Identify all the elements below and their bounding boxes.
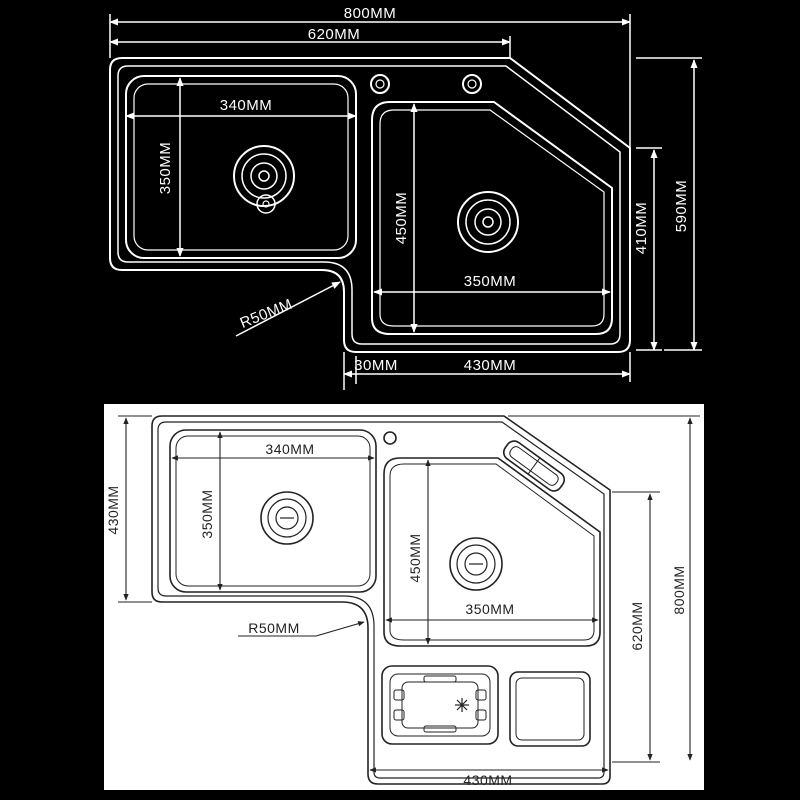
sink-inner-outline [117, 65, 621, 345]
label-right-bowl-width: 350MM [464, 273, 517, 290]
label-bottom-width: 430MM [463, 772, 512, 788]
label-overall-width: 800MM [344, 5, 397, 22]
left-bowl [169, 429, 377, 593]
faucet-hole-right [462, 74, 482, 94]
radius-leader [315, 621, 365, 637]
label-right-bowl-depth: 450MM [407, 533, 423, 582]
label-left-bowl-width: 340MM [265, 441, 314, 457]
right-drain-icon [457, 191, 519, 253]
label-bottom-width: 430MM [464, 357, 517, 374]
label-left-height: 430MM [105, 485, 121, 534]
label-left-bowl-depth: 350MM [157, 142, 174, 195]
left-bowl-inner [133, 83, 349, 251]
right-bowl [383, 457, 601, 647]
sink-outline [151, 415, 611, 785]
label-right-bowl-width: 350MM [465, 601, 514, 617]
label-overall-height: 800MM [671, 565, 687, 614]
left-drain-icon [260, 491, 314, 545]
sink-outline [109, 57, 631, 353]
drain-rack-basket [381, 665, 499, 745]
sink-inner-outline [157, 421, 605, 779]
radius-leader [235, 281, 341, 337]
right-bowl [371, 101, 613, 335]
label-right-bowl-depth: 450MM [393, 192, 410, 245]
left-bowl [125, 75, 357, 259]
bottom-view-diagram: 340MM 350MM 450MM 350MM 430MM 620MM 800M… [104, 404, 704, 790]
label-left-bowl-width: 340MM [220, 97, 273, 114]
label-corner-radius: R50MM [238, 296, 295, 332]
label-inner-height: 620MM [629, 601, 645, 650]
label-overall-height: 590MM [673, 180, 690, 233]
accessory-slot-icon [502, 440, 566, 492]
rack-drain-icon [455, 698, 469, 712]
label-offset: 30MM [354, 357, 398, 374]
left-drain-icon [233, 145, 295, 214]
bottom-view-svg: 340MM 350MM 450MM 350MM 430MM 620MM 800M… [105, 415, 700, 788]
label-bowl-span: 620MM [308, 26, 361, 43]
label-corner-radius: R50MM [248, 620, 300, 636]
faucet-hole-left [370, 74, 390, 94]
small-basin [509, 671, 591, 747]
label-left-bowl-depth: 350MM [199, 489, 215, 538]
top-view-svg: 800MM 620MM 340MM 350MM 450MM 350MM 410M… [109, 5, 702, 390]
top-view-diagram: 800MM 620MM 340MM 350MM 450MM 350MM 410M… [109, 5, 702, 390]
right-bowl-inner [379, 109, 605, 327]
right-drain-icon [449, 537, 503, 591]
label-inner-height: 410MM [633, 202, 650, 255]
faucet-hole [383, 431, 397, 445]
